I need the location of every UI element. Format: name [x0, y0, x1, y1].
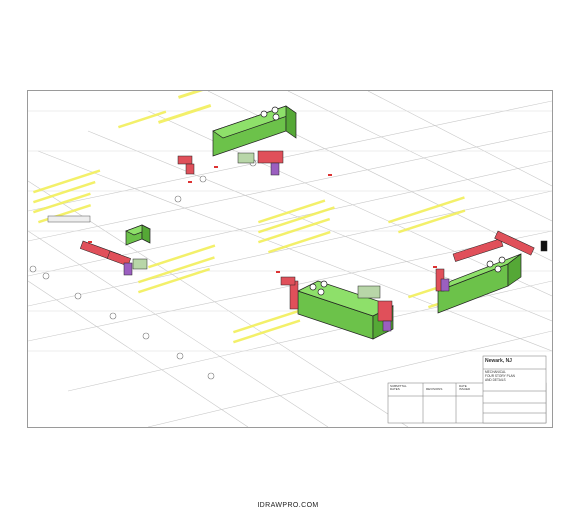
grid-lines [28, 91, 552, 427]
air-handling-unit-right [437, 253, 522, 314]
footer-site-name: IDRAWPRO.COM [257, 502, 319, 509]
sheet-title: MECHANICAL FOUR STORY PLAN AND DETAILS [485, 370, 515, 382]
drawing-sheet: Newark, NJ MECHANICAL FOUR STORY PLAN AN… [27, 90, 553, 428]
date-issued-label: DATE ISSUED [459, 384, 471, 392]
grid-line-light [28, 110, 552, 352]
callout-notes [32, 91, 486, 344]
air-handling-unit-top [212, 105, 297, 157]
air-handling-unit-left [125, 224, 151, 246]
ducts-left [47, 215, 148, 276]
ducts-center [280, 276, 393, 332]
project-location: Newark, NJ [485, 358, 512, 364]
ducts-right [435, 230, 548, 292]
revisions-label: REVISIONS [426, 387, 443, 391]
ducts-top [177, 150, 284, 176]
title-block [387, 355, 547, 424]
isometric-mechanical-drawing [28, 91, 552, 427]
tag-markers [88, 166, 437, 273]
submittal-dates-label: SUBMITTAL DATES [390, 384, 407, 392]
